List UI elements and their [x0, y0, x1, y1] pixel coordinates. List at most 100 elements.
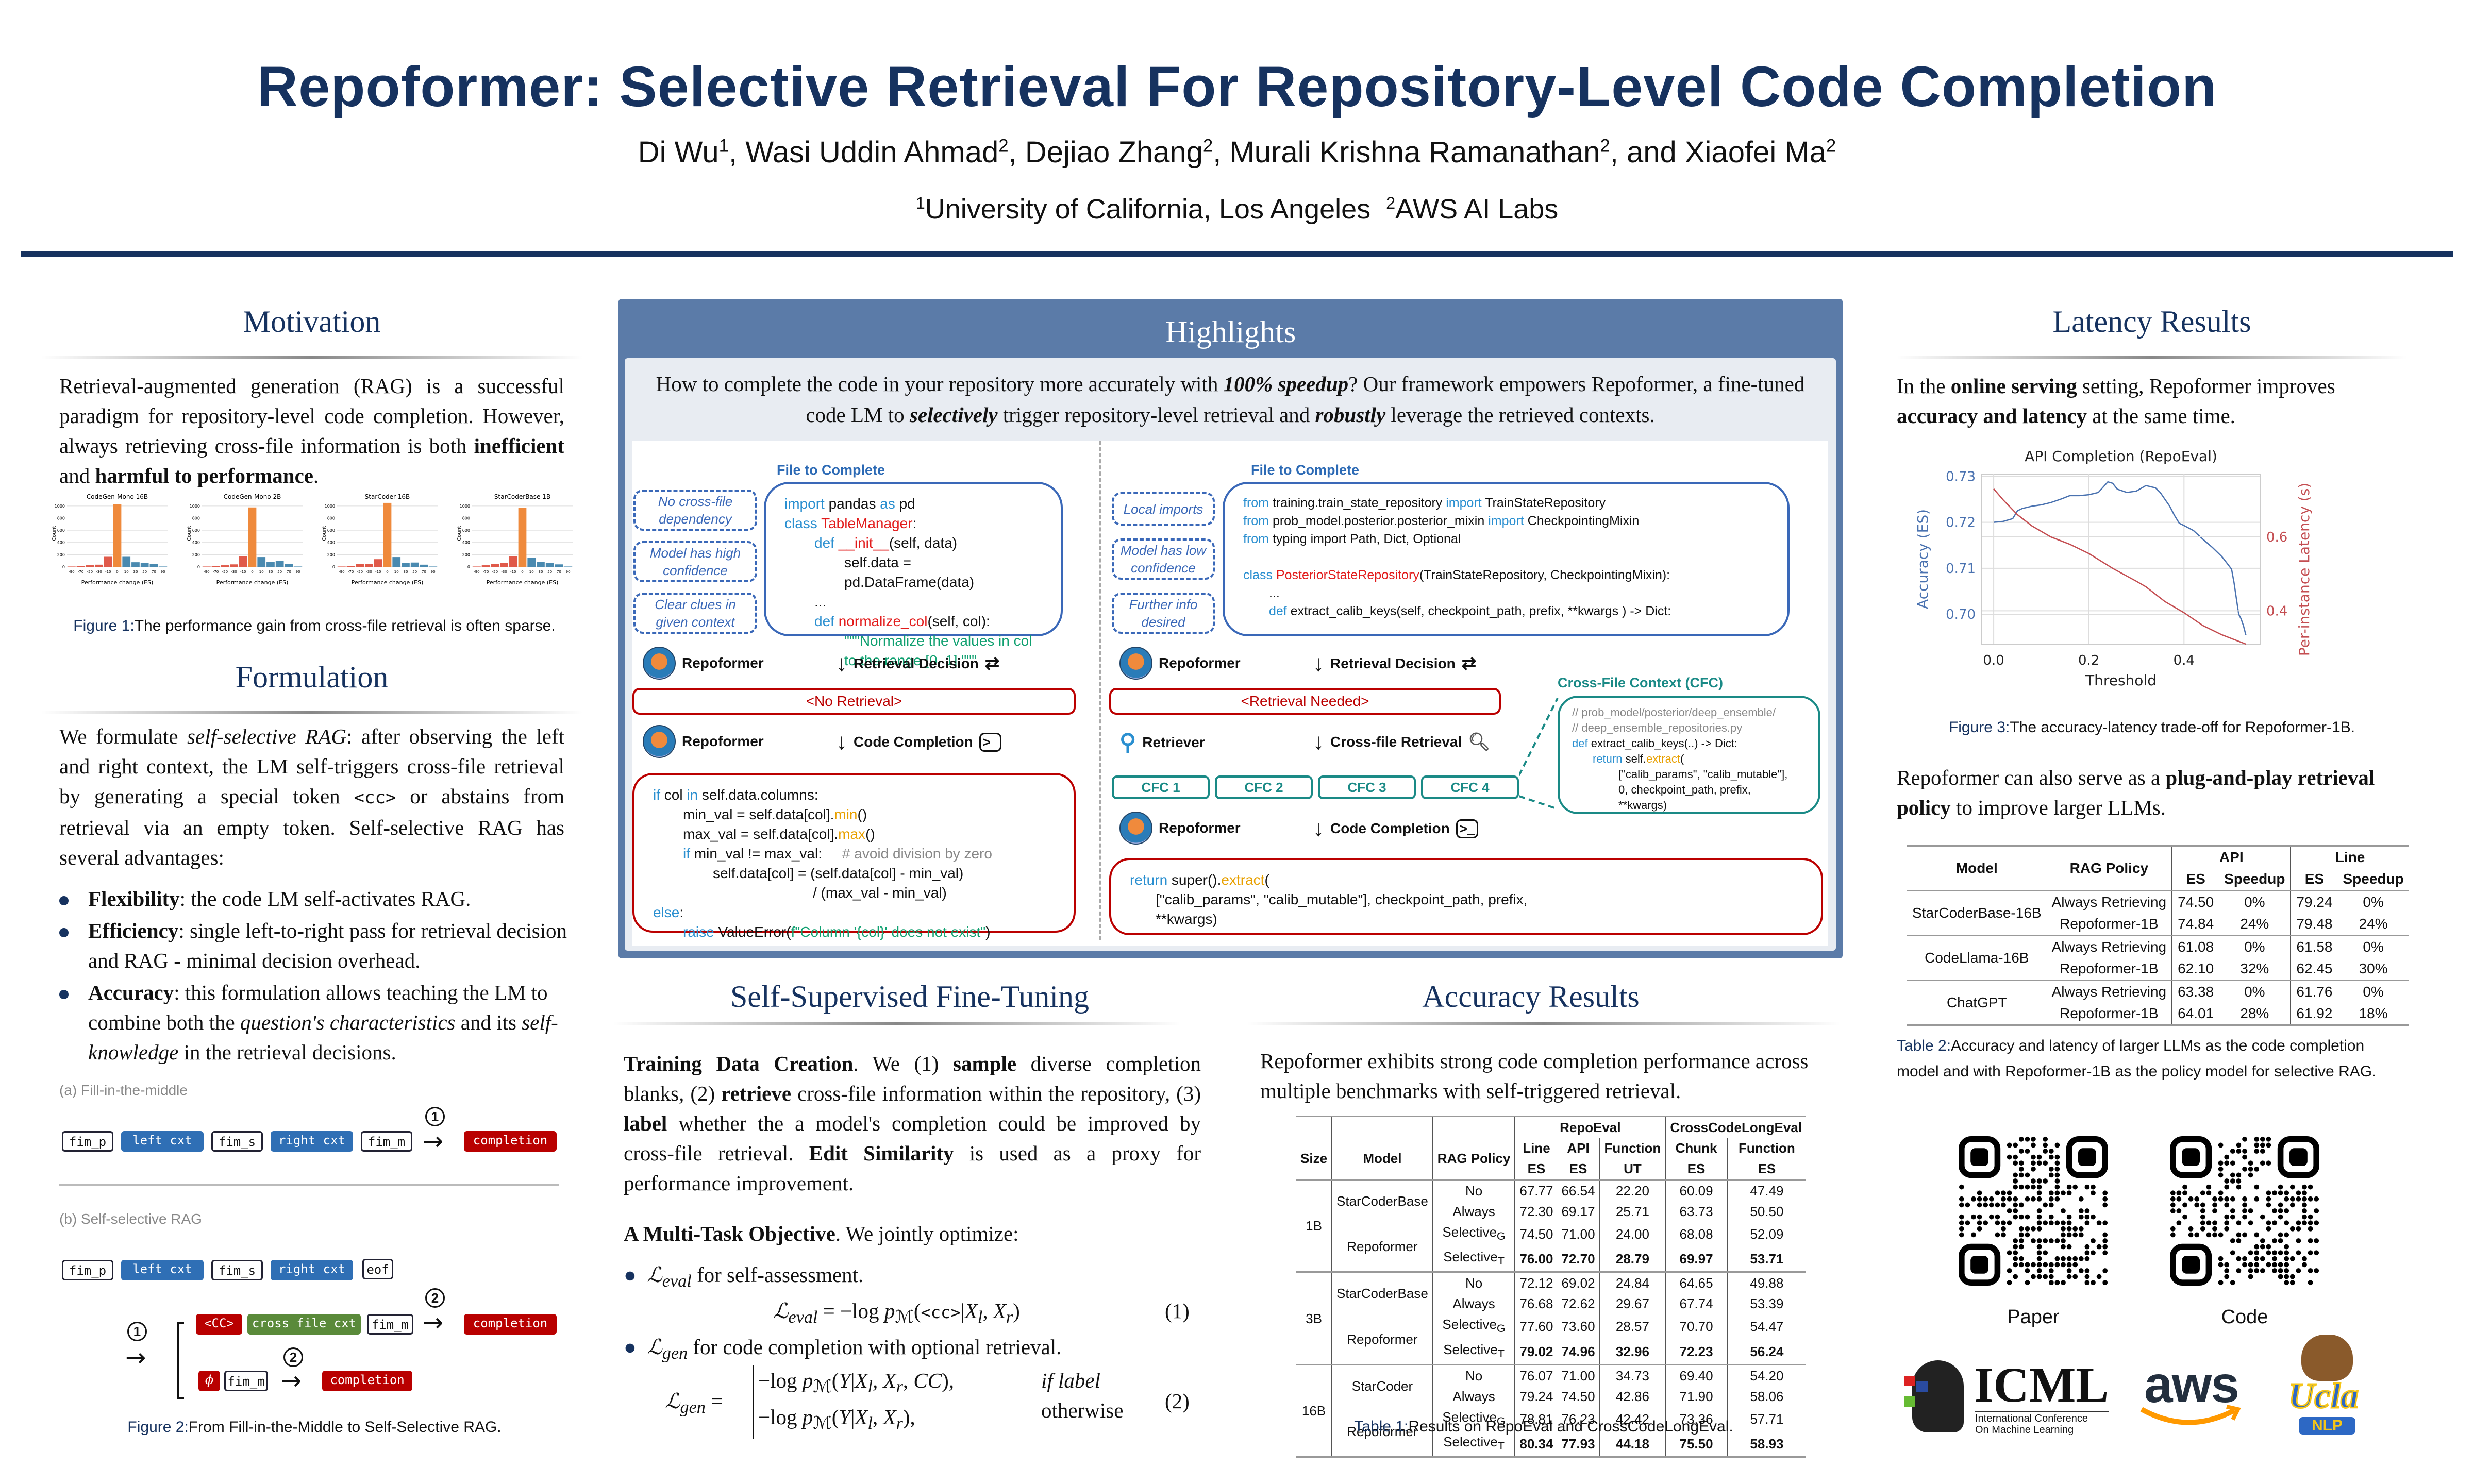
value-cell: 69.17: [1561, 1204, 1595, 1219]
cfc-chip: CFC 2: [1215, 775, 1313, 799]
qr-module: [2072, 1262, 2078, 1268]
qr-module: [2031, 1274, 2036, 1279]
qr-module: [2278, 1214, 2283, 1220]
qr-module: [2031, 1226, 2036, 1232]
qr-module: [1965, 1220, 1970, 1226]
y-tick-label: 800: [57, 516, 65, 520]
equation-2-lhs: ℒgen =: [665, 1389, 723, 1418]
value-cell: 18%: [2359, 1005, 2388, 1021]
value-cell: 24.84: [1599, 1272, 1666, 1294]
qr-module: [2048, 1262, 2054, 1268]
qr-module: [1971, 1232, 1976, 1238]
qr-module: [2284, 1244, 2289, 1250]
qr-module: [2013, 1184, 2018, 1190]
qr-finder-center: [2078, 1148, 2096, 1166]
qr-module: [2013, 1238, 2018, 1243]
y-tick-label: 1000: [325, 504, 335, 509]
code-qr-code[interactable]: [2170, 1136, 2319, 1286]
qr-module: [2102, 1268, 2108, 1273]
qr-module: [2254, 1142, 2260, 1148]
qr-module: [2188, 1226, 2194, 1232]
robot-icon: [1119, 812, 1152, 845]
paper-link-label[interactable]: Paper: [2007, 1306, 2060, 1328]
histogram-panel: StarCoder 16B02004006008001000Count-90-7…: [322, 493, 438, 586]
value-cell: 32%: [2240, 960, 2269, 976]
qr-module: [2025, 1196, 2030, 1202]
section-rule: [1897, 356, 2407, 359]
terminal-icon: >_: [979, 732, 1002, 752]
y-tick-label: 600: [462, 528, 470, 533]
cross-file-retrieval-step: ↓Cross-file Retrieval🔍︎: [1313, 729, 1491, 754]
qr-module: [1959, 1232, 1964, 1238]
qr-module: [2170, 1190, 2176, 1196]
value-cell: 73.36: [1665, 1406, 1727, 1431]
qr-module: [2242, 1214, 2247, 1220]
cfc-chip: CFC 1: [1112, 775, 1210, 799]
value-cell: 64.65: [1665, 1272, 1727, 1294]
qr-module: [1988, 1202, 1994, 1208]
qr-module: [2013, 1172, 2018, 1178]
value-cell: 54.20: [1726, 1364, 1807, 1386]
value-cell: 57.71: [1726, 1406, 1807, 1431]
qr-module: [2248, 1208, 2253, 1213]
y-tick-label: 0.71: [1946, 561, 1976, 577]
histogram-bar: [545, 563, 554, 567]
qr-module: [2018, 1184, 2024, 1190]
qr-module: [2018, 1214, 2024, 1220]
qr-module: [1988, 1214, 1994, 1220]
value-cell: 77.93: [1561, 1436, 1595, 1452]
histogram-bar: [374, 559, 382, 567]
robot-icon: [1119, 647, 1152, 680]
y2-tick-label: 0.6: [2266, 530, 2287, 545]
reason-box: No cross-file dependency: [633, 490, 757, 531]
qr-module: [2091, 1238, 2096, 1243]
qr-module: [2054, 1160, 2060, 1166]
qr-module: [2284, 1262, 2289, 1268]
histogram-bar: [564, 566, 572, 567]
value-cell: 42.42: [1599, 1406, 1666, 1431]
histogram-bar: [149, 564, 158, 567]
token-completion: completion: [322, 1371, 412, 1391]
x-tick-label: 0: [116, 570, 118, 574]
policy-cell: SelectiveG: [1432, 1222, 1515, 1247]
retrieval-decision-step: ↓Retrieval Decision⇄: [1313, 651, 1477, 676]
code-link-label[interactable]: Code: [2221, 1306, 2268, 1328]
qr-finder: [2277, 1136, 2319, 1178]
equation-1-number: (1): [1165, 1299, 1190, 1323]
size-cell: 1B: [1306, 1218, 1322, 1234]
magnifier-pin-icon: ⚲: [1119, 730, 1136, 755]
paper-qr-code[interactable]: [1959, 1136, 2108, 1286]
value-cell: 34.73: [1599, 1364, 1666, 1386]
group-header: API: [2171, 846, 2291, 868]
model-cell: StarCoderBase-16B: [1912, 905, 2042, 921]
column-header: API: [1567, 1140, 1590, 1156]
qr-module: [2230, 1214, 2235, 1220]
qr-module: [1959, 1196, 1964, 1202]
qr-module: [2272, 1208, 2277, 1213]
value-cell: 74.96: [1561, 1343, 1595, 1359]
qr-module: [2266, 1136, 2271, 1142]
qr-module: [2260, 1136, 2265, 1142]
qr-module: [2036, 1208, 2042, 1213]
qr-module: [2218, 1166, 2224, 1172]
qr-module: [2248, 1274, 2253, 1279]
value-cell: 44.18: [1599, 1431, 1666, 1457]
qr-module: [2018, 1160, 2024, 1166]
qr-module: [2254, 1149, 2260, 1154]
qr-module: [2224, 1214, 2230, 1220]
x-tick-label: 90: [161, 570, 165, 574]
qr-module: [2061, 1244, 2066, 1250]
qr-finder: [2170, 1243, 2212, 1286]
qr-module: [2102, 1190, 2108, 1196]
qr-module: [2043, 1262, 2048, 1268]
qr-module: [2018, 1262, 2024, 1268]
equation-2-cases: −log pℳ(Y|Xl, Xr, CC), −log pℳ(Y|Xl, Xr)…: [753, 1365, 1041, 1439]
histogram-bar: [266, 562, 275, 567]
qr-module: [2302, 1256, 2307, 1261]
token-fim-p: fim_p: [62, 1131, 113, 1152]
column-subheader: UT: [1599, 1158, 1666, 1180]
